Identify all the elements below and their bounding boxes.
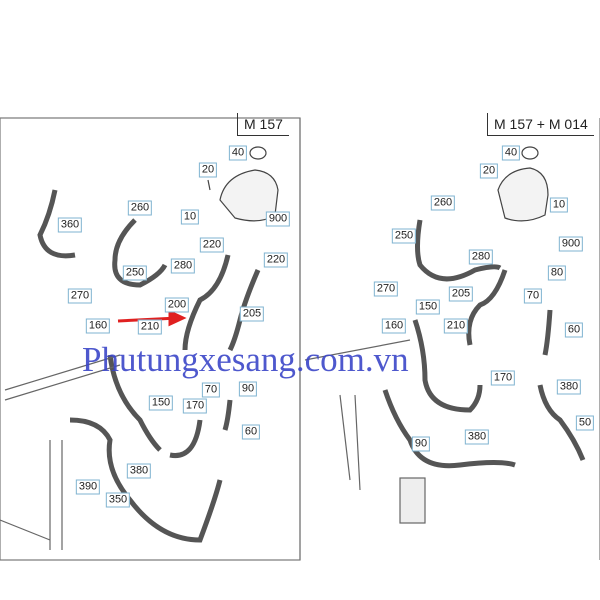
part-label: 250 bbox=[391, 228, 417, 244]
part-label: 260 bbox=[430, 195, 456, 211]
panel-title-m157-m014: M 157 + M 014 bbox=[487, 113, 594, 136]
part-label: 270 bbox=[67, 288, 93, 304]
part-label: 380 bbox=[464, 429, 490, 445]
left-radiator bbox=[0, 354, 121, 550]
part-label: 170 bbox=[182, 398, 208, 414]
part-label: 280 bbox=[170, 258, 196, 274]
part-label: 205 bbox=[448, 286, 474, 302]
part-label: 900 bbox=[558, 236, 584, 252]
part-label: 60 bbox=[241, 424, 261, 440]
part-label: 80 bbox=[547, 265, 567, 281]
part-label: 205 bbox=[239, 306, 265, 322]
part-label: 220 bbox=[199, 237, 225, 253]
part-label: 390 bbox=[75, 479, 101, 495]
part-label: 380 bbox=[556, 379, 582, 395]
left-coolant-tank bbox=[207, 146, 279, 222]
part-label: 220 bbox=[263, 252, 289, 268]
part-label: 250 bbox=[122, 265, 148, 281]
right-coolant-tank bbox=[497, 146, 549, 222]
part-label: 90 bbox=[238, 381, 258, 397]
part-label: 280 bbox=[468, 249, 494, 265]
part-label: 60 bbox=[564, 322, 584, 338]
part-label: 10 bbox=[549, 197, 569, 213]
part-label: 900 bbox=[265, 211, 291, 227]
part-label: 210 bbox=[137, 319, 163, 335]
part-label: 150 bbox=[415, 299, 441, 315]
part-label: 90 bbox=[411, 436, 431, 452]
part-label: 270 bbox=[373, 281, 399, 297]
panel-title-m157: M 157 bbox=[237, 113, 289, 136]
part-label: 70 bbox=[201, 382, 221, 398]
part-label: 10 bbox=[180, 209, 200, 225]
part-label: 50 bbox=[575, 415, 595, 431]
part-label: 40 bbox=[228, 145, 248, 161]
part-label: 380 bbox=[126, 463, 152, 479]
part-label: 260 bbox=[127, 200, 153, 216]
panel-frames bbox=[0, 117, 600, 561]
part-label: 170 bbox=[490, 370, 516, 386]
watermark: Phutungxesang.com.vn bbox=[82, 340, 409, 379]
right-hoses bbox=[382, 219, 586, 469]
part-label: 210 bbox=[443, 318, 469, 334]
part-label: 160 bbox=[85, 318, 111, 334]
part-label: 20 bbox=[479, 163, 499, 179]
part-label: 150 bbox=[148, 395, 174, 411]
part-label: 200 bbox=[164, 297, 190, 313]
part-label: 360 bbox=[57, 217, 83, 233]
part-label: 20 bbox=[198, 162, 218, 178]
part-label: 160 bbox=[381, 318, 407, 334]
part-label: 70 bbox=[523, 288, 543, 304]
right-radiator-and-heater bbox=[304, 339, 426, 524]
part-label: 40 bbox=[501, 145, 521, 161]
part-label: 350 bbox=[105, 492, 131, 508]
